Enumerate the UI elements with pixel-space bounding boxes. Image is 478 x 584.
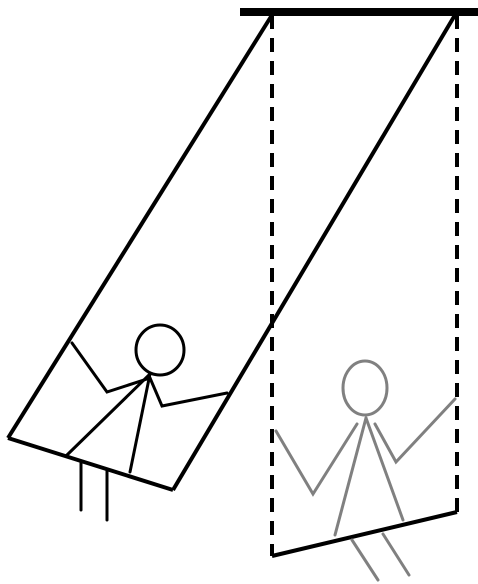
swung-stick-figure	[67, 325, 227, 520]
resting-figure-left-arm	[276, 424, 357, 494]
swung-left-rope	[8, 15, 272, 438]
swung-swing	[8, 15, 455, 490]
resting-swing	[272, 15, 457, 556]
resting-figure-body-right	[366, 418, 403, 520]
resting-figure-head	[343, 361, 387, 415]
swung-figure-body	[67, 374, 150, 455]
swung-seat	[8, 438, 173, 490]
swung-figure-right-arm	[150, 378, 227, 406]
resting-figure-right-arm	[375, 399, 455, 462]
swung-right-rope	[173, 15, 455, 490]
swung-figure-head	[136, 325, 184, 375]
resting-figure-left-leg	[352, 540, 378, 580]
resting-seat	[272, 512, 457, 556]
resting-figure-right-leg	[383, 534, 409, 575]
